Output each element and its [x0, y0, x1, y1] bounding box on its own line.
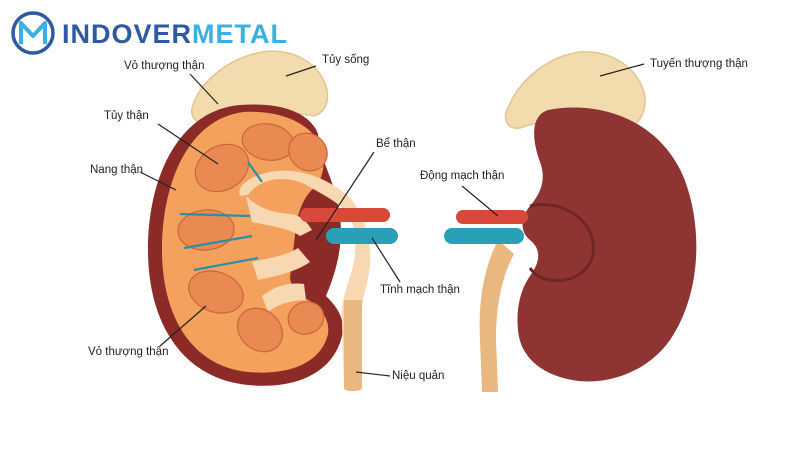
adrenal-gland-right [504, 51, 646, 129]
leader-tuy-than [157, 123, 219, 165]
kidney-exterior-shadow [528, 203, 595, 283]
pyramid-5 [188, 270, 244, 314]
leader-tinh-mach-than [371, 237, 401, 283]
leader-vo-thuong-than-bottom [159, 305, 207, 347]
label-tinh-mach-than: Tĩnh mạch thận [380, 284, 460, 296]
calyx-lower [252, 248, 310, 280]
brand-logo: INDOVERMETAL [10, 8, 320, 58]
medullary-pyramids [177, 123, 328, 353]
ureter-left [344, 300, 362, 391]
label-vo-thuong-than-top: Vỏ thượng thận [124, 60, 205, 72]
renal-artery-left [300, 208, 390, 222]
label-nang-than: Nang thận [90, 164, 144, 176]
brand-name: INDOVERMETAL [62, 19, 288, 50]
pyramid-6 [236, 307, 284, 353]
leader-tuy-song [285, 65, 317, 77]
brand-name-part1: INDOVER [62, 19, 193, 49]
pyramid-4 [177, 209, 235, 251]
renal-artery-right [456, 210, 528, 224]
ureter-right [479, 240, 514, 392]
calyx-upper [246, 196, 312, 236]
renal-vein-left [326, 228, 398, 244]
leader-vo-thuong-than-top [189, 73, 219, 105]
label-be-than: Bể thận [376, 138, 416, 150]
leader-dong-mach-than [461, 185, 499, 217]
label-vo-thuong-than-bottom: Vỏ thượng thận [88, 346, 169, 358]
leader-be-than [315, 151, 375, 241]
leader-nang-than [139, 171, 177, 191]
brand-name-part2: METAL [192, 19, 289, 49]
label-tuy-song: Tủy sống [322, 54, 370, 66]
leader-tuyen-thuong-than [599, 63, 645, 77]
leader-nieu-quan [355, 371, 391, 377]
label-tuyen-thuong-than: Tuyến thượng thận [650, 58, 748, 70]
calyx-bottom [262, 283, 306, 312]
renal-vein-right [444, 228, 524, 244]
pyramid-3 [288, 132, 328, 172]
internal-vessels [179, 161, 263, 272]
label-dong-mach-than: Động mạch thận [420, 170, 505, 182]
label-tuy-than: Tủy thận [104, 110, 149, 122]
pyramid-1 [194, 143, 250, 193]
m-circle-logo-icon [11, 11, 55, 55]
leader-lines [139, 63, 645, 377]
pyramid-7 [287, 301, 325, 335]
kidney-exterior [517, 107, 697, 382]
label-nieu-quan: Niệu quản [392, 370, 445, 382]
